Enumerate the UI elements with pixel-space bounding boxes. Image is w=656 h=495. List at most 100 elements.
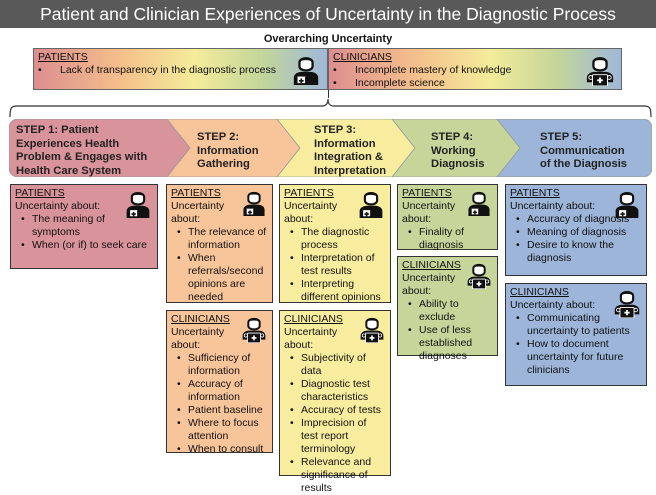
step-line: Diagnosis: [431, 158, 485, 170]
card-header: CLINICIANS: [284, 313, 343, 325]
step-4-clinicians-card: CLINICIANS Uncertainty about: Ability to…: [397, 256, 498, 362]
card-subtitle: Uncertainty about:: [284, 200, 338, 225]
step-line: Information: [197, 144, 259, 157]
card-header: PATIENTS: [510, 187, 560, 199]
step-4-label: STEP 4: Working Diagnosis: [431, 131, 484, 172]
list-item: Accuracy of information: [171, 378, 268, 404]
step-line: Communication: [540, 144, 625, 157]
step-3-clinicians-card: CLINICIANS Uncertainty about: Subjectivi…: [279, 310, 391, 494]
step-line: Interpretation: [314, 164, 387, 177]
list-item: The meaning of symptoms: [15, 213, 153, 239]
patient-icon: [291, 54, 321, 86]
step-4-patients-card: PATIENTS Uncertainty about: Finality of …: [397, 184, 498, 251]
curly-brace: [9, 98, 652, 118]
list-item: Lack of transparency in the diagnostic p…: [38, 64, 323, 77]
step-line: STEP 2:: [197, 131, 240, 143]
card-header: PATIENTS: [402, 187, 452, 199]
list-item: Imprecision of test report terminology: [284, 417, 386, 456]
overarching-patients-box: PATIENTS Lack of transparency in the dia…: [33, 48, 328, 90]
card-header: PATIENTS: [284, 187, 334, 199]
step-line: Information: [314, 137, 376, 150]
step-1-label: STEP 1: Patient Experiences Health Probl…: [16, 124, 147, 178]
step-4-shape: [391, 119, 521, 177]
overarching-patients-list: Lack of transparency in the diagnostic p…: [38, 64, 323, 77]
patient-icon: [466, 189, 492, 217]
card-subtitle: Uncertainty about:: [402, 272, 456, 297]
step-2-clinicians-card: CLINICIANS Uncertainty about: Sufficienc…: [166, 310, 273, 456]
patient-icon: [613, 189, 641, 219]
overarching-label: Overarching Uncertainty: [263, 33, 393, 45]
card-subtitle: Uncertainty about:: [510, 200, 596, 212]
card-header: CLINICIANS: [171, 313, 230, 325]
list-item: Subjectivity of data: [284, 352, 386, 378]
list-item: Incomplete science: [333, 77, 617, 90]
step-line: Experiences Health: [16, 137, 120, 150]
list-item: When (or if) to seek care: [15, 239, 153, 252]
clinician-icon: [585, 54, 615, 86]
step-5-clinicians-card: CLINICIANS Uncertainty about: Communicat…: [505, 283, 647, 386]
card-list: The meaning of symptoms When (or if) to …: [15, 213, 153, 252]
list-item: Patient baseline: [171, 404, 268, 417]
step-line: Health Care System: [16, 164, 122, 177]
patient-icon: [241, 189, 267, 217]
card-list: The relevance of information When referr…: [171, 226, 268, 304]
card-subtitle: Uncertainty about:: [284, 326, 338, 351]
card-header: CLINICIANS: [402, 259, 461, 271]
card-subtitle: Uncertainty about:: [510, 299, 596, 311]
clinician-icon: [613, 288, 641, 318]
card-header: CLINICIANS: [510, 286, 569, 298]
clinician-icon: [241, 315, 267, 343]
overarching-clinicians-list: Incomplete mastery of knowledge Incomple…: [333, 64, 617, 90]
step-3-patients-card: PATIENTS Uncertainty about: The diagnost…: [279, 184, 391, 303]
list-item: When referrals/second opinions are neede…: [171, 252, 268, 304]
step-2-label: STEP 2: Information Gathering: [197, 131, 259, 172]
step-3-shape: [276, 119, 416, 177]
list-item: The diagnostic process: [284, 226, 386, 252]
patient-icon: [357, 189, 385, 219]
list-item: How to document uncertainty for future c…: [510, 338, 642, 377]
list-item: Incomplete mastery of knowledge: [333, 64, 617, 77]
list-item: Desire to know the diagnosis: [510, 239, 642, 265]
list-item: Use of less established diagnoses: [402, 324, 493, 363]
list-item: Ability to exclude: [402, 298, 493, 324]
card-header: PATIENTS: [171, 187, 221, 199]
card-subtitle: Uncertainty about:: [171, 200, 225, 225]
card-list: The diagnostic process Interpretation of…: [284, 226, 386, 304]
card-list: Accuracy of diagnosis Meaning of diagnos…: [510, 213, 642, 265]
overarching-clinicians-box: CLINICIANS Incomplete mastery of knowled…: [328, 48, 622, 90]
card-list: Sufficiency of information Accuracy of i…: [171, 352, 268, 456]
list-item: Meaning of diagnosis: [510, 226, 642, 239]
card-list: Communicating uncertainty to patients Ho…: [510, 312, 642, 377]
clinician-icon: [359, 315, 385, 343]
card-list: Subjectivity of data Diagnostic test cha…: [284, 352, 386, 495]
connector-line: [328, 90, 329, 98]
step-2-patients-card: PATIENTS Uncertainty about: The relevanc…: [166, 184, 273, 303]
patients-header: PATIENTS: [38, 51, 88, 63]
card-list: Ability to exclude Use of less establish…: [402, 298, 493, 363]
step-2-shape: [166, 119, 301, 177]
clinicians-header: CLINICIANS: [333, 51, 392, 63]
list-item: Relevance and significance of results: [284, 456, 386, 495]
step-3-label: STEP 3: Information Integration & Interp…: [314, 124, 386, 178]
step-5-label: STEP 5: Communication of the Diagnosis: [540, 131, 627, 172]
step-line: Gathering: [197, 158, 250, 170]
step-5-patients-card: PATIENTS Uncertainty about: Accuracy of …: [505, 184, 647, 276]
step-line: Problem & Engages with: [16, 151, 148, 163]
step-line: of the Diagnosis: [540, 158, 628, 170]
list-item: Interpretation of test results: [284, 252, 386, 278]
process-steps: [9, 119, 652, 177]
step-line: STEP 1: Patient: [16, 124, 99, 136]
card-header: PATIENTS: [15, 187, 65, 199]
page-title: Patient and Clinician Experiences of Unc…: [0, 0, 656, 28]
step-1-patients-card: PATIENTS Uncertainty about: The meaning …: [10, 184, 158, 269]
list-item: Diagnostic test characteristics: [284, 378, 386, 404]
patient-icon: [124, 189, 152, 219]
list-item: The relevance of information: [171, 226, 268, 252]
list-item: Sufficiency of information: [171, 352, 268, 378]
card-subtitle: Uncertainty about:: [15, 200, 101, 212]
list-item: When to consult: [171, 443, 268, 456]
list-item: Accuracy of tests: [284, 404, 386, 417]
clinician-icon: [466, 261, 492, 289]
list-item: Where to focus attention: [171, 417, 268, 443]
step-line: Working: [431, 144, 476, 157]
